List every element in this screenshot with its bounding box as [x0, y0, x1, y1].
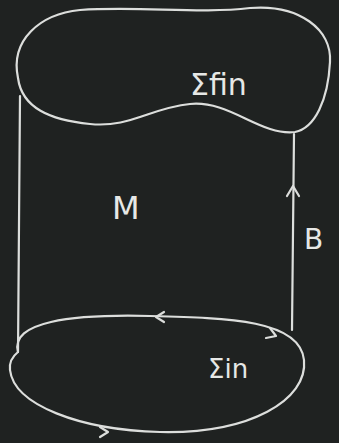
- surface-label: Σin: [208, 356, 248, 382]
- right-boundary: [292, 134, 294, 330]
- boundary-arrow: [287, 186, 299, 196]
- region-label: M: [112, 192, 140, 224]
- boundary-label: B: [304, 226, 323, 254]
- orientation-tick: [100, 427, 108, 437]
- final-surface: [17, 8, 330, 133]
- orientation-tick: [156, 312, 164, 322]
- surface-label: Σfin: [190, 70, 247, 100]
- left-boundary: [18, 96, 20, 352]
- orientation-tick: [266, 328, 276, 338]
- initial-surface: [10, 316, 304, 432]
